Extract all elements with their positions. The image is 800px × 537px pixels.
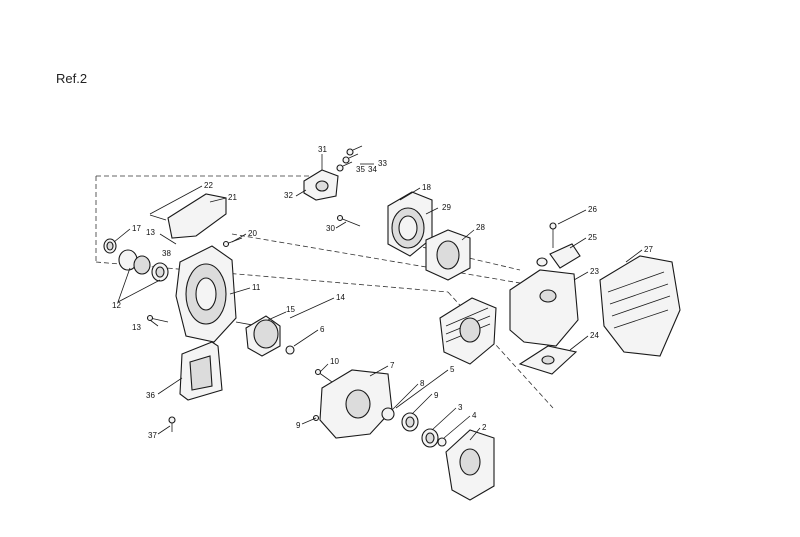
part-flywheel-housing xyxy=(387,191,433,257)
part-bearing-3 xyxy=(421,428,447,448)
part-crankcase-right xyxy=(445,429,495,501)
part-screw-20 xyxy=(222,237,243,248)
callout-20: 20 xyxy=(248,229,257,238)
part-seal-8 xyxy=(381,407,395,421)
callout-3: 3 xyxy=(458,403,463,412)
part-screw-37 xyxy=(168,416,176,432)
callout-36: 36 xyxy=(146,391,155,400)
part-seal-17 xyxy=(103,238,117,254)
part-screw-13 xyxy=(146,314,169,323)
part-screws-small xyxy=(336,145,363,172)
part-fan xyxy=(425,229,471,281)
callout-30: 30 xyxy=(326,224,335,233)
part-crankcase-left xyxy=(319,369,393,439)
part-screw-30 xyxy=(336,214,361,227)
callout-6: 6 xyxy=(320,325,325,334)
part-ignition-module xyxy=(303,169,339,201)
leader-lines xyxy=(113,154,643,441)
part-insulator-plate xyxy=(518,345,578,375)
callout-4: 4 xyxy=(472,411,477,420)
callout-37: 37 xyxy=(148,431,157,440)
callout-10: 10 xyxy=(330,357,339,366)
callout-5: 5 xyxy=(450,365,455,374)
callout-13-lower: 13 xyxy=(132,323,141,332)
part-engine-shroud xyxy=(599,255,681,357)
part-clutch-drum xyxy=(235,315,281,357)
part-fan-housing xyxy=(175,245,237,343)
callout-28: 28 xyxy=(476,223,485,232)
callout-14: 14 xyxy=(336,293,345,302)
part-washer-6 xyxy=(285,345,295,355)
callout-33: 33 xyxy=(378,159,387,168)
callout-26: 26 xyxy=(588,205,597,214)
callout-18: 18 xyxy=(422,183,431,192)
callout-9-upper: 9 xyxy=(434,391,439,400)
callout-35: 35 xyxy=(356,165,365,174)
callout-17: 17 xyxy=(132,224,141,233)
callout-29: 29 xyxy=(442,203,451,212)
callout-21: 21 xyxy=(228,193,237,202)
callout-22: 22 xyxy=(204,181,213,190)
callout-34: 34 xyxy=(368,165,377,174)
callout-7: 7 xyxy=(390,361,395,370)
callout-labels: 31 35 34 33 32 18 29 28 30 22 21 17 13 3… xyxy=(112,145,653,440)
part-handle-36 xyxy=(179,341,223,401)
callout-27: 27 xyxy=(644,245,653,254)
assembly-guide-lines xyxy=(95,175,554,409)
callout-32: 32 xyxy=(284,191,293,200)
callout-13-upper: 13 xyxy=(146,228,155,237)
callout-24: 24 xyxy=(590,331,599,340)
callout-11: 11 xyxy=(252,283,261,292)
callout-12: 12 xyxy=(112,301,121,310)
callout-25: 25 xyxy=(588,233,597,242)
callout-9-lower: 9 xyxy=(296,421,301,430)
part-bearing-4 xyxy=(401,412,419,432)
callout-15: 15 xyxy=(286,305,295,314)
callout-2: 2 xyxy=(482,423,487,432)
callout-23: 23 xyxy=(590,267,599,276)
callout-8: 8 xyxy=(420,379,425,388)
part-bracket-25 xyxy=(536,243,581,269)
part-bearing-12 xyxy=(118,249,169,282)
callout-31: 31 xyxy=(318,145,327,154)
page-title: Ref.2 xyxy=(56,71,88,86)
callout-38: 38 xyxy=(162,249,171,258)
part-screw-10 xyxy=(314,368,333,383)
part-cylinder xyxy=(439,297,497,365)
part-cylinder-cover xyxy=(509,269,579,347)
part-screw-26 xyxy=(549,222,557,248)
part-top-cover xyxy=(149,193,227,239)
